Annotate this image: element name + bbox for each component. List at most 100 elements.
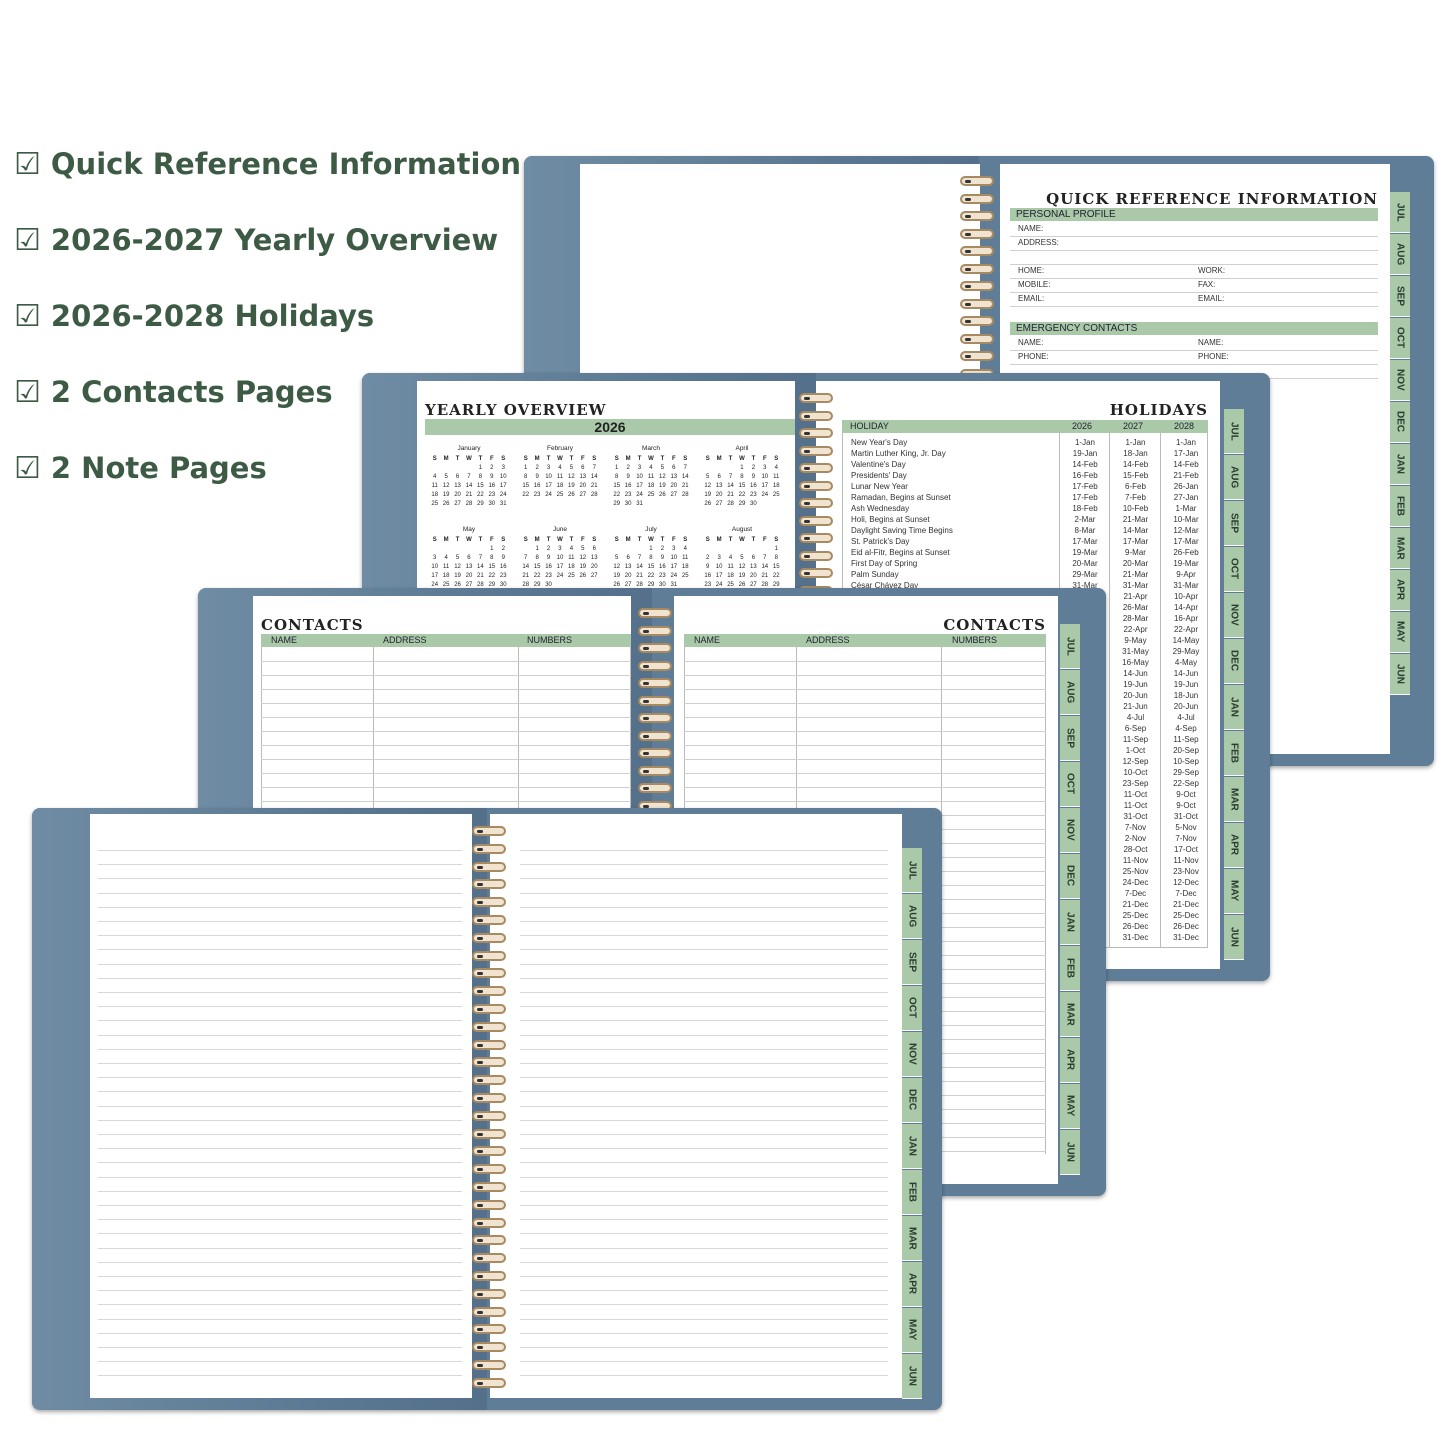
holiday-cell: 31-Dec xyxy=(1122,933,1149,942)
month-tab-oct[interactable]: OCT xyxy=(1390,318,1410,359)
month-tab-aug[interactable]: AUG xyxy=(1224,455,1244,500)
month-tab-dec[interactable]: DEC xyxy=(1060,854,1080,899)
month-tab-sep[interactable]: SEP xyxy=(902,940,922,985)
holiday-cell: 14-Feb xyxy=(1072,460,1098,469)
holiday-cell: 21-Feb xyxy=(1173,471,1199,480)
holiday-cell: 11-Oct xyxy=(1123,801,1148,810)
checkbox-icon: ☑ xyxy=(14,222,41,258)
holiday-cell: 9-Mar xyxy=(1125,548,1146,557)
month-tab-aug[interactable]: AUG xyxy=(1390,234,1410,275)
month-tab-apr[interactable]: APR xyxy=(1060,1038,1080,1083)
month-tab-mar[interactable]: MAR xyxy=(1390,528,1410,569)
spiral-coil xyxy=(472,915,506,925)
holiday-cell: 7-Dec xyxy=(1175,889,1197,898)
section-emergency-contacts: EMERGENCY CONTACTS xyxy=(1010,322,1378,335)
holiday-cell: 14-Mar xyxy=(1122,526,1149,535)
spiral-coil xyxy=(638,730,672,741)
spiral-coil xyxy=(960,263,994,274)
holiday-cell: 12-Mar xyxy=(1173,526,1199,535)
month-tab-jan[interactable]: JAN xyxy=(902,1124,922,1169)
holiday-cell: 17-Mar xyxy=(1122,537,1149,546)
holiday-cell: 14-Jun xyxy=(1173,669,1199,678)
holiday-cell: 1-Jan xyxy=(1125,438,1146,447)
holiday-cell: 20-Sep xyxy=(1173,746,1199,755)
spiral-coil xyxy=(472,826,506,836)
month-tab-jul[interactable]: JUL xyxy=(1060,624,1080,669)
month-tab-apr[interactable]: APR xyxy=(1390,570,1410,611)
month-tab-dec[interactable]: DEC xyxy=(902,1078,922,1123)
holiday-cell: 21-Apr xyxy=(1123,592,1148,601)
month-tab-jul[interactable]: JUL xyxy=(1224,409,1244,454)
holiday-cell: 16-Apr xyxy=(1173,614,1198,623)
month-tab-mar[interactable]: MAR xyxy=(1060,992,1080,1037)
holiday-cell: 26-Jan xyxy=(1173,482,1199,491)
spiral-coil xyxy=(472,897,506,908)
month-tab-jan[interactable]: JAN xyxy=(1390,444,1410,485)
holiday-cell: 22-Sep xyxy=(1173,779,1199,788)
holiday-cell: 17-Mar xyxy=(1072,537,1098,546)
spiral-binding xyxy=(960,176,994,379)
feature-label: 2 Note Pages xyxy=(50,451,267,485)
holiday-cell: 14-Apr xyxy=(1173,603,1198,612)
month-tab-mar[interactable]: MAR xyxy=(1224,777,1244,822)
holiday-cell: Holi, Begins at Sunset xyxy=(851,515,930,524)
header-numbers: NUMBERS xyxy=(952,635,998,645)
month-tab-feb[interactable]: FEB xyxy=(1390,486,1410,527)
month-tab-dec[interactable]: DEC xyxy=(1224,639,1244,684)
month-tab-jul[interactable]: JUL xyxy=(1390,192,1410,233)
spiral-coil xyxy=(638,765,672,776)
holiday-cell: 9-May xyxy=(1124,636,1147,645)
month-tab-oct[interactable]: OCT xyxy=(902,986,922,1031)
month-tab-feb[interactable]: FEB xyxy=(1224,731,1244,776)
holiday-cell: 6-Feb xyxy=(1125,482,1146,491)
feature-label: Quick Reference Information xyxy=(50,147,522,181)
holiday-cell: 23-Nov xyxy=(1173,867,1199,876)
note-lines-right xyxy=(520,850,888,1384)
month-tab-jul[interactable]: JUL xyxy=(902,848,922,893)
month-tab-may[interactable]: MAY xyxy=(1060,1084,1080,1129)
month-tab-jan[interactable]: JAN xyxy=(1224,685,1244,730)
month-tab-mar[interactable]: MAR xyxy=(902,1216,922,1261)
month-tab-may[interactable]: MAY xyxy=(1224,869,1244,914)
month-tab-aug[interactable]: AUG xyxy=(902,894,922,939)
month-tab-jan[interactable]: JAN xyxy=(1060,900,1080,945)
month-tab-sep[interactable]: SEP xyxy=(1060,716,1080,761)
holiday-cell: 6-Sep xyxy=(1124,724,1147,733)
month-tab-sep[interactable]: SEP xyxy=(1224,501,1244,546)
month-tab-jun[interactable]: JUN xyxy=(902,1354,922,1399)
spiral-coil xyxy=(638,678,672,688)
month-tab-may[interactable]: MAY xyxy=(1390,612,1410,653)
month-tab-nov[interactable]: NOV xyxy=(1224,593,1244,638)
holiday-cell: 10-Feb xyxy=(1122,504,1149,513)
month-tab-nov[interactable]: NOV xyxy=(1060,808,1080,853)
holiday-cell: 23-Sep xyxy=(1122,779,1149,788)
month-tab-apr[interactable]: APR xyxy=(1224,823,1244,868)
month-tab-nov[interactable]: NOV xyxy=(1390,360,1410,401)
month-tab-may[interactable]: MAY xyxy=(902,1308,922,1353)
spiral-coil xyxy=(960,176,994,186)
month-tab-feb[interactable]: FEB xyxy=(902,1170,922,1215)
spiral-coil xyxy=(472,1342,506,1353)
holiday-cell: 31-May xyxy=(1122,647,1149,656)
month-tab-jun[interactable]: JUN xyxy=(1390,654,1410,695)
holiday-cell: 12-Dec xyxy=(1173,878,1199,887)
month-tab-feb[interactable]: FEB xyxy=(1060,946,1080,991)
month-tab-nov[interactable]: NOV xyxy=(902,1032,922,1077)
month-tab-aug[interactable]: AUG xyxy=(1060,670,1080,715)
holiday-cell: 8-Mar xyxy=(1074,526,1096,535)
holiday-cell: 1-Mar xyxy=(1175,504,1197,513)
spiral-coil xyxy=(799,498,833,508)
month-tab-jun[interactable]: JUN xyxy=(1060,1130,1080,1175)
header-2026: 2026 xyxy=(1072,421,1093,431)
month-tab-sep[interactable]: SEP xyxy=(1390,276,1410,317)
month-tab-oct[interactable]: OCT xyxy=(1224,547,1244,592)
month-tab-jun[interactable]: JUN xyxy=(1224,915,1244,960)
month-tab-oct[interactable]: OCT xyxy=(1060,762,1080,807)
month-tab-dec[interactable]: DEC xyxy=(1390,402,1410,443)
spiral-coil xyxy=(472,1093,506,1103)
month-tab-apr[interactable]: APR xyxy=(902,1262,922,1307)
holiday-cell: 19-Jun xyxy=(1173,680,1199,689)
